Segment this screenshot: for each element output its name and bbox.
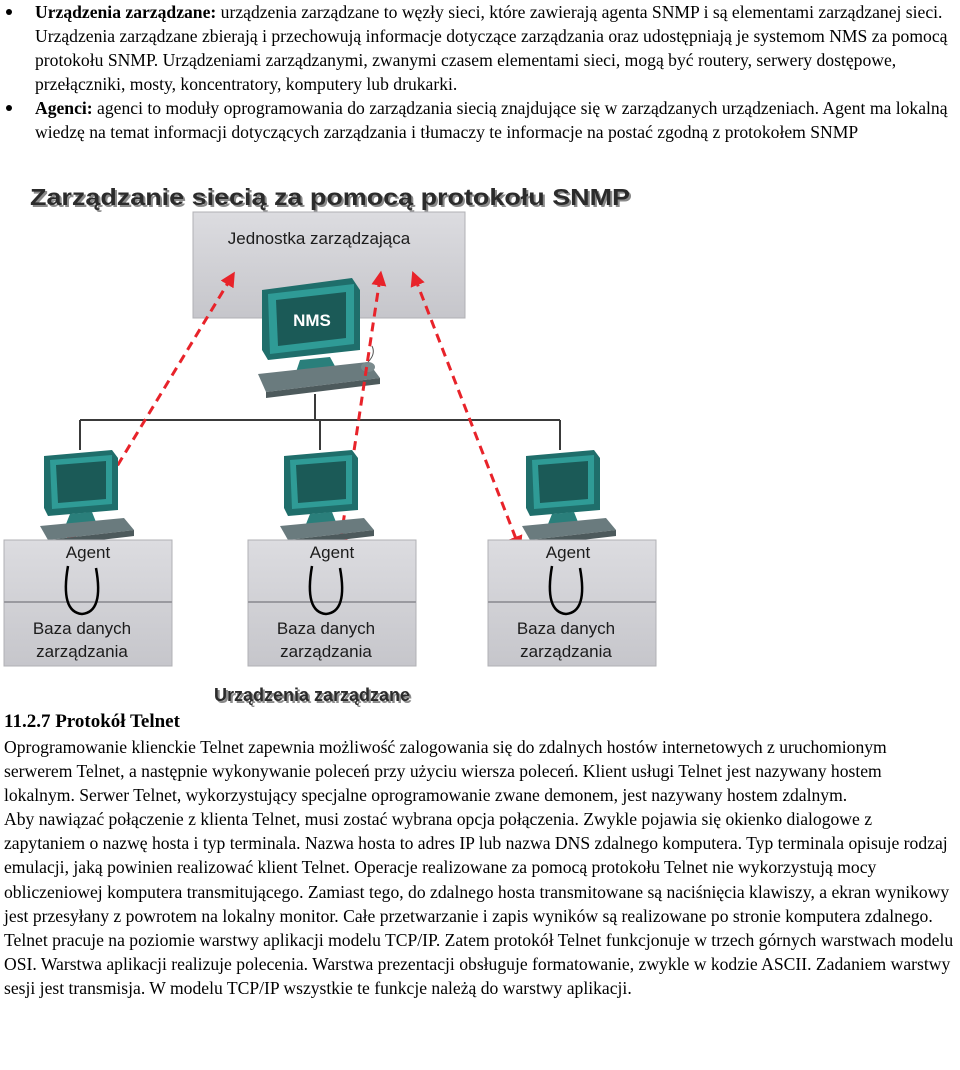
network-lines (79, 394, 561, 450)
bullet-text: urządzenia zarządzane to węzły sieci, kt… (35, 2, 948, 94)
database-label: Baza danych (33, 619, 131, 638)
database-label: zarządzania (280, 642, 372, 661)
paragraph: Aby nawiązać połączenie z klienta Telnet… (4, 809, 950, 926)
diagram-title-shadow: Zarządzanie siecią za pomocą protokołu S… (32, 186, 632, 212)
agent-computer-icon (522, 450, 616, 546)
diagram-title: Zarządzanie siecią za pomocą protokołu S… (30, 184, 630, 210)
agent-box-2: Agent Baza danych zarządzania (247, 539, 417, 667)
bullet-term: Agenci: (35, 98, 93, 118)
database-label: Baza danych (517, 619, 615, 638)
bullet-managed-devices: Urządzenia zarządzane: urządzenia zarząd… (0, 0, 960, 96)
nms-label: NMS (293, 311, 331, 330)
agent-box-1: Agent Baza danych zarządzania (3, 539, 173, 667)
agent-label: Agent (546, 543, 591, 562)
management-unit-label: Jednostka zarządzająca (228, 229, 411, 248)
bullet-dot (6, 105, 12, 111)
telnet-section: 11.2.7 Protokół Telnet Oprogramowanie kl… (4, 709, 956, 1000)
database-label: zarządzania (520, 642, 612, 661)
agent-box-3: Agent Baza danych zarządzania (487, 539, 657, 667)
agent-computer-icon (280, 450, 374, 546)
bullet-dot (6, 9, 12, 15)
snmp-diagram: Zarządzanie siecią za pomocą protokołu S… (3, 184, 657, 707)
agent-label: Agent (66, 543, 111, 562)
database-label: zarządzania (36, 642, 128, 661)
bullet-term: Urządzenia zarządzane: (35, 2, 217, 22)
bullet-text: agenci to moduły oprogramowania do zarzą… (35, 98, 948, 142)
managed-devices-label-shadow: Urządzenia zarządzane (216, 687, 412, 707)
section-heading: 11.2.7 Protokół Telnet (4, 711, 180, 732)
agent-label: Agent (310, 543, 355, 562)
paragraph: Oprogramowanie klienckie Telnet zapewnia… (4, 737, 887, 806)
bullet-agents: Agenci: agenci to moduły oprogramowania … (0, 96, 960, 144)
agent-computer-icon (40, 450, 134, 546)
database-label: Baza danych (277, 619, 375, 638)
managed-devices-label: Urządzenia zarządzane (214, 685, 410, 705)
paragraph: Telnet pracuje na poziomie warstwy aplik… (4, 929, 954, 998)
bullet-list: Urządzenia zarządzane: urządzenia zarząd… (0, 0, 960, 144)
